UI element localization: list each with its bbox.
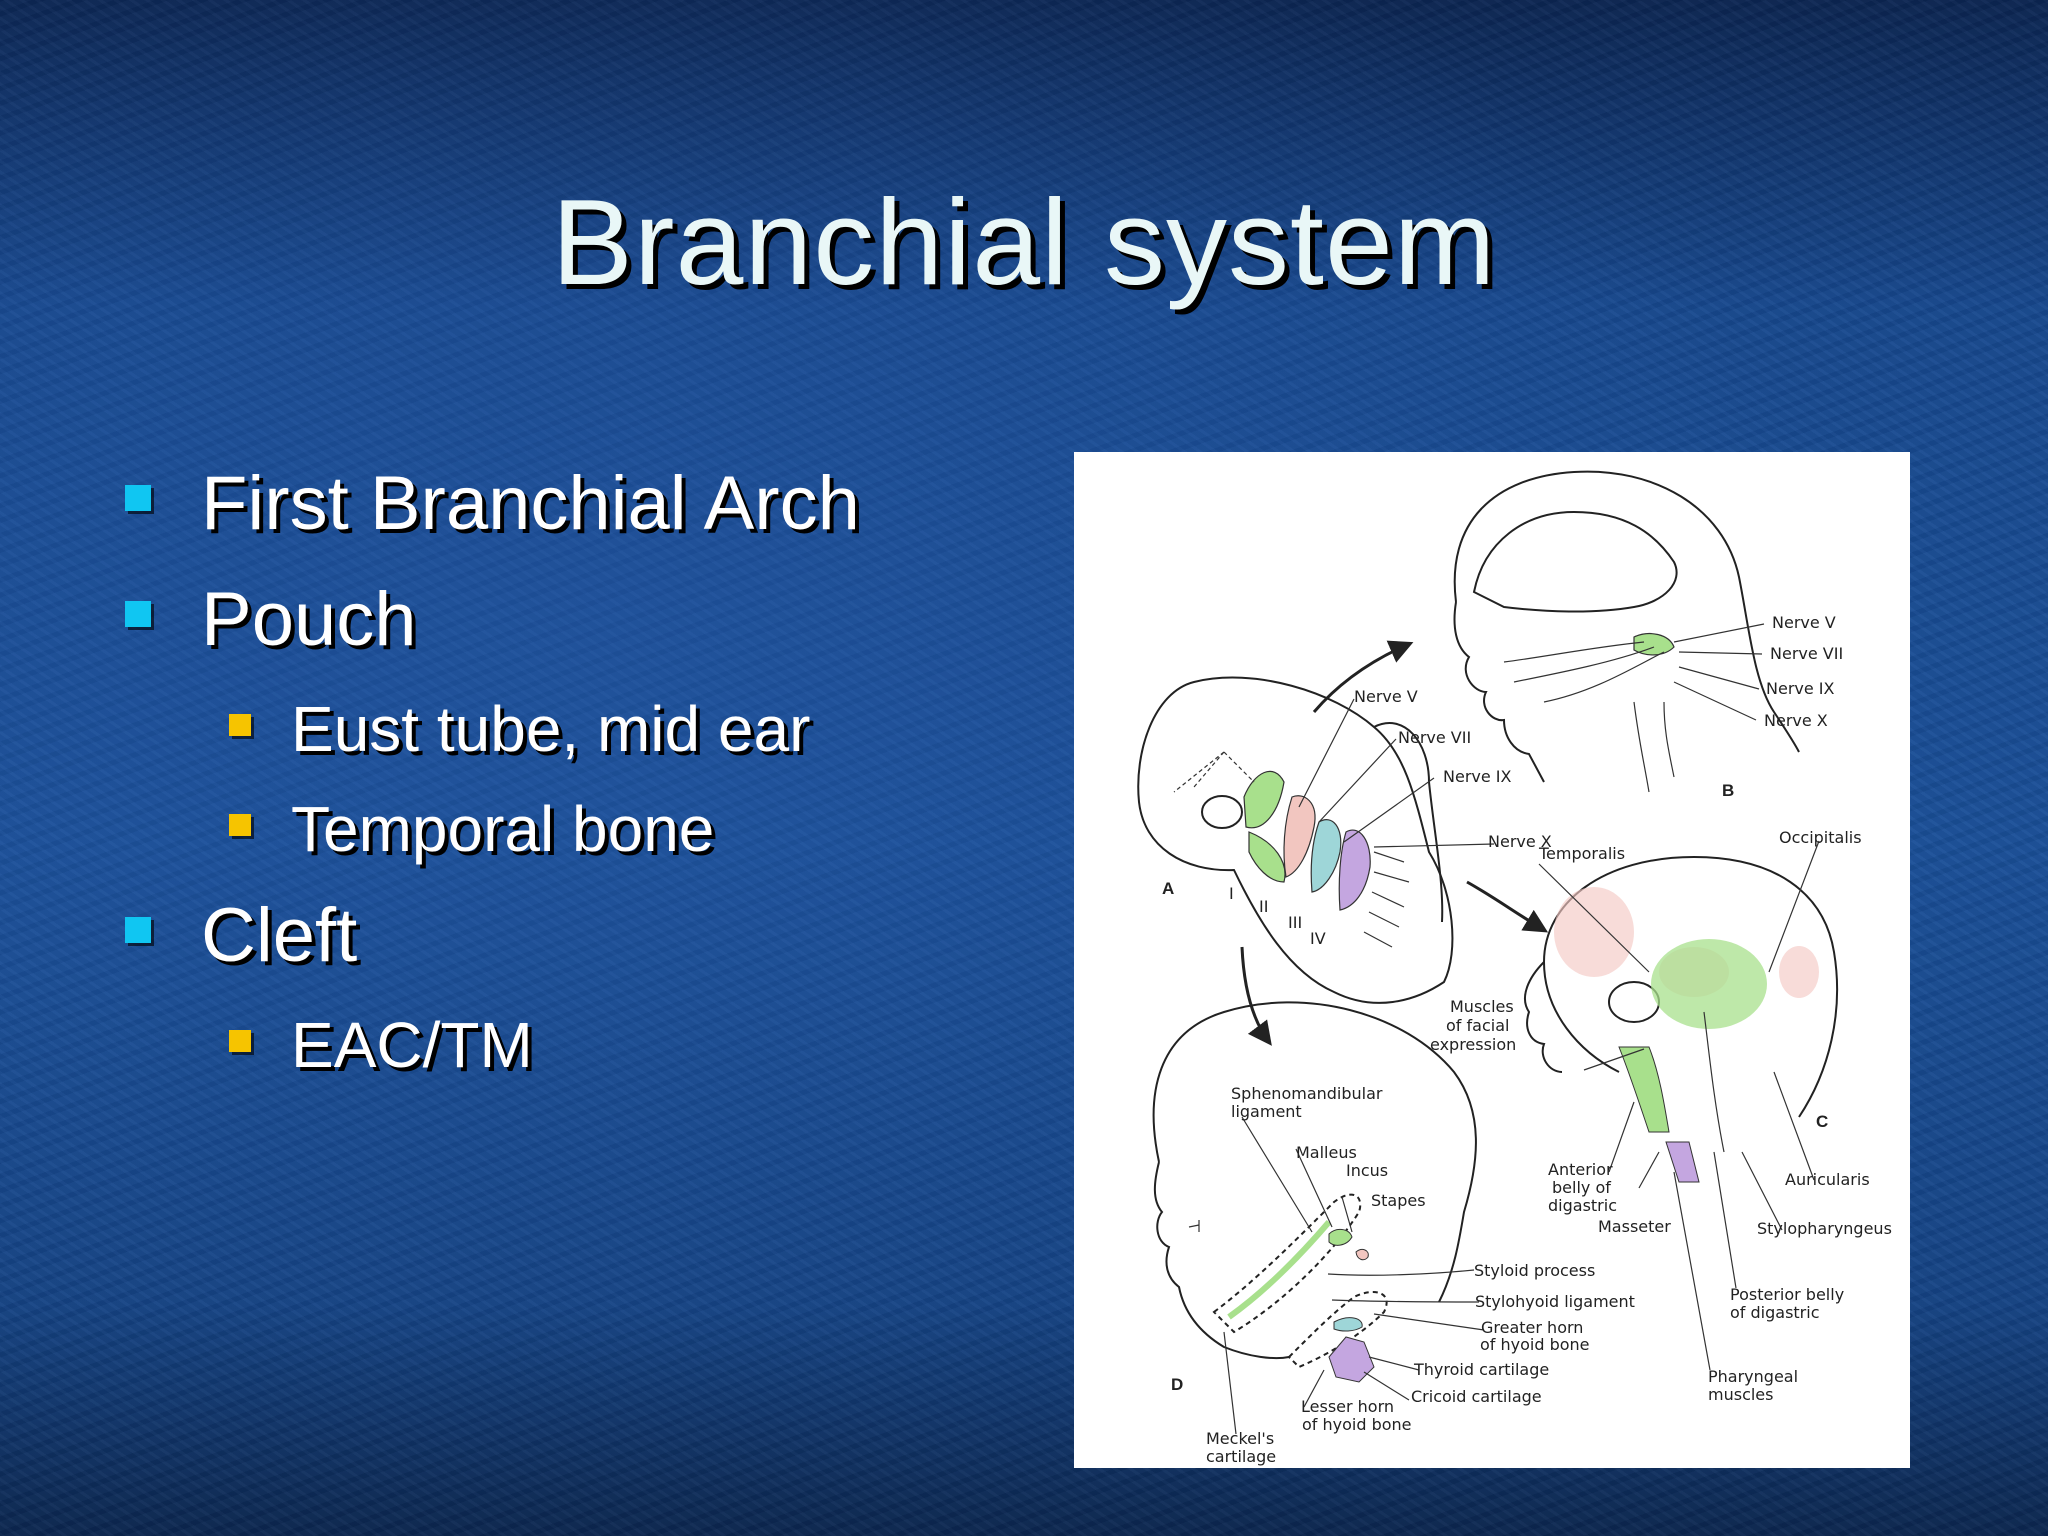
bullet-item: First Branchial Arch	[125, 460, 1025, 576]
panel-a-letter: A	[1162, 879, 1174, 898]
arch-numeral-iii: III	[1288, 913, 1302, 932]
bullet-text: Cleft	[201, 893, 358, 978]
posterior-digastric-label-line-2: of digastric	[1730, 1303, 1820, 1322]
styloid-process-label: Styloid process	[1474, 1261, 1595, 1280]
bullet-text: First Branchial Arch	[201, 461, 860, 546]
square-bullet-icon	[125, 601, 151, 627]
arch-numeral-i: I	[1229, 884, 1234, 903]
sub-bullet-text: EAC/TM	[291, 1009, 533, 1081]
panel-a-nerve-ix-label: Nerve IX	[1443, 767, 1512, 786]
sphenomandibular-label-line-2: ligament	[1231, 1102, 1302, 1121]
square-bullet-icon	[125, 485, 151, 511]
slide-title: Branchial system	[551, 174, 1497, 310]
pharyngeal-muscles-label-line-1: Pharyngeal	[1708, 1367, 1798, 1386]
arrow-a-to-c	[1466, 880, 1549, 933]
auricularis-label: Auricularis	[1785, 1170, 1870, 1189]
facial-muscles-label-line-3: expression	[1430, 1035, 1516, 1054]
panel-b-nerve-ix-label: Nerve IX	[1766, 679, 1835, 698]
square-sub-bullet-icon	[229, 1030, 251, 1052]
facial-muscles-label-line-1: Muscles	[1450, 997, 1514, 1016]
sub-bullet-item: Temporal bone	[125, 792, 1025, 892]
square-sub-bullet-icon	[229, 714, 251, 736]
embryology-figure: A I II III IV Nerve V Nerve VII Nerve IX…	[1074, 452, 1910, 1468]
sub-bullet-item: EAC/TM	[125, 1008, 1025, 1108]
anterior-digastric-label-line-1: Anterior	[1548, 1160, 1613, 1179]
stapes-label: Stapes	[1371, 1191, 1426, 1210]
sub-bullet-text: Temporal bone	[291, 793, 715, 865]
meckels-cartilage-label-line-1: Meckel's	[1206, 1429, 1274, 1448]
occipitalis-label: Occipitalis	[1779, 828, 1862, 847]
panel-b-letter: B	[1722, 781, 1734, 800]
sub-bullet-item: Eust tube, mid ear	[125, 692, 1025, 792]
stylopharyngeus-label: Stylopharyngeus	[1757, 1219, 1892, 1238]
arch-numeral-iv: IV	[1310, 929, 1326, 948]
panel-b-nerve-vii-label: Nerve VII	[1770, 644, 1843, 663]
panel-a-nerve-vii-label: Nerve VII	[1398, 728, 1471, 747]
bullet-item: Pouch	[125, 576, 1025, 692]
arrow-a-to-d	[1240, 946, 1272, 1046]
greater-horn-label-line-2: of hyoid bone	[1480, 1335, 1590, 1354]
malleus-label: Malleus	[1296, 1143, 1357, 1162]
cricoid-cartilage-label: Cricoid cartilage	[1411, 1387, 1542, 1406]
panel-a-nerve-x-label: Nerve X	[1488, 832, 1552, 851]
panel-d-head-drawing	[1152, 1001, 1477, 1383]
meckels-cartilage-label-line-2: cartilage	[1206, 1447, 1276, 1466]
temporalis-label: Temporalis	[1538, 844, 1625, 863]
panel-a-nerve-v-label: Nerve V	[1354, 687, 1418, 706]
lesser-horn-label-line-1: Lesser horn	[1301, 1397, 1394, 1416]
panel-b-nerve-v-label: Nerve V	[1772, 613, 1836, 632]
pharyngeal-muscles-label-line-2: muscles	[1708, 1385, 1773, 1404]
panel-a-embryo-drawing	[1137, 676, 1454, 1004]
arrow-a-to-b	[1312, 640, 1414, 713]
panel-b-head-drawing	[1453, 470, 1800, 793]
stylohyoid-ligament-label: Stylohyoid ligament	[1475, 1292, 1635, 1311]
square-bullet-icon	[125, 917, 151, 943]
facial-muscles-label-line-2: of facial	[1446, 1016, 1509, 1035]
masseter-label: Masseter	[1598, 1217, 1671, 1236]
lesser-horn-label-line-2: of hyoid bone	[1302, 1415, 1412, 1434]
thyroid-cartilage-label: Thyroid cartilage	[1413, 1360, 1549, 1379]
panel-c-head-drawing	[1524, 855, 1839, 1183]
posterior-digastric-label-line-1: Posterior belly	[1730, 1285, 1844, 1304]
arch-numeral-ii: II	[1259, 897, 1268, 916]
anterior-digastric-label-line-2: belly of	[1552, 1178, 1611, 1197]
bullet-item: Cleft	[125, 892, 1025, 1008]
sphenomandibular-label-line-1: Sphenomandibular	[1231, 1084, 1383, 1103]
square-sub-bullet-icon	[229, 814, 251, 836]
panel-c-letter: C	[1816, 1112, 1828, 1131]
bullet-text: Pouch	[201, 577, 417, 662]
panel-d-letter: D	[1171, 1375, 1183, 1394]
incus-label: Incus	[1346, 1161, 1388, 1180]
anterior-digastric-label-line-3: digastric	[1548, 1196, 1617, 1215]
panel-b-nerve-x-label: Nerve X	[1764, 711, 1828, 730]
bullet-list: First Branchial Arch Pouch Eust tube, mi…	[125, 460, 1025, 1108]
greater-horn-label-line-1: Greater horn	[1481, 1318, 1583, 1337]
sub-bullet-text: Eust tube, mid ear	[291, 693, 811, 765]
figure-illustration: A I II III IV Nerve V Nerve VII Nerve IX…	[1137, 470, 1892, 1466]
